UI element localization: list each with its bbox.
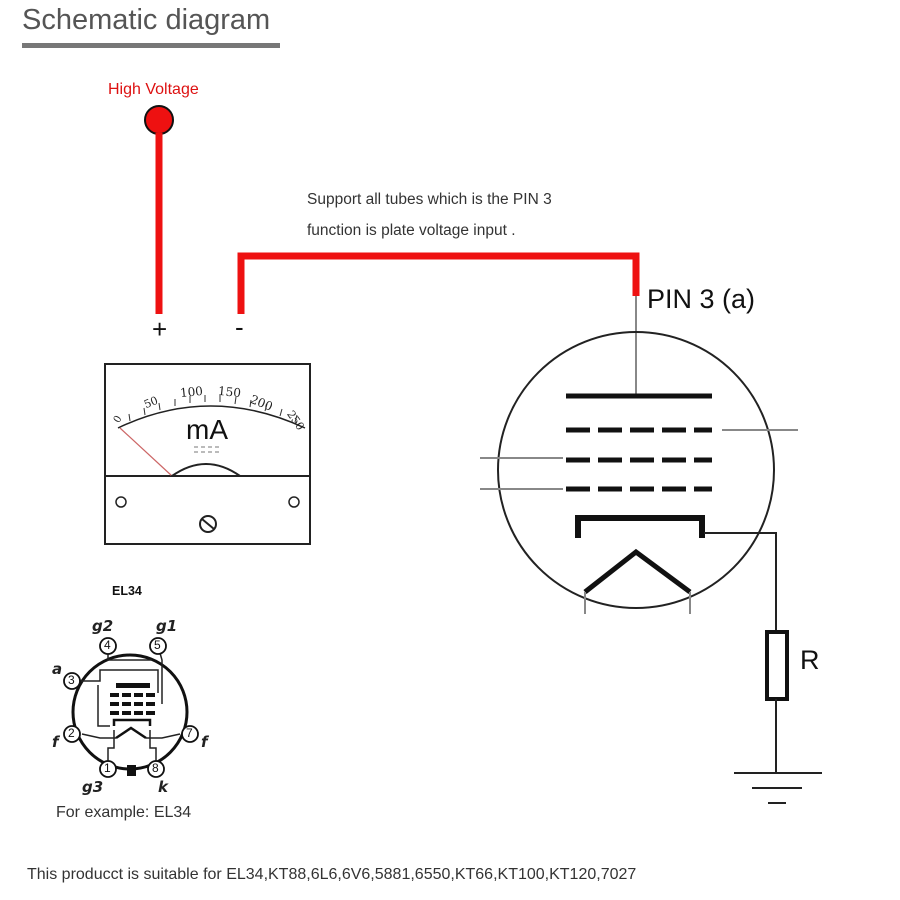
meter-screw-left — [115, 496, 127, 508]
tube-symbol — [480, 331, 798, 614]
el34-pin-8 — [147, 760, 165, 778]
pin3-label: PIN 3 (a) — [647, 284, 756, 314]
el34-pin-2 — [63, 725, 81, 743]
el34-pin-5-num: 5 — [154, 638, 161, 652]
el34-pin-1-name: g3 — [82, 778, 104, 796]
el34-heater — [115, 726, 147, 740]
meter-minus-terminal: - — [235, 312, 244, 342]
el34-cathode — [112, 718, 152, 726]
tube-cathode — [575, 515, 705, 538]
el34-base-diagram — [63, 637, 199, 778]
meter-scale-100: 100 — [179, 383, 204, 401]
meter-plus-terminal: + — [152, 314, 168, 344]
support-note-line2: function is plate voltage input . — [307, 222, 516, 239]
el34-pin-circles — [63, 637, 199, 778]
el34-pin-3 — [63, 672, 81, 690]
el34-pin-5 — [149, 637, 167, 655]
ground-symbol — [734, 772, 822, 804]
tube-heater — [583, 548, 692, 595]
el34-pin-3-num: 3 — [68, 673, 75, 687]
el34-pin-7 — [181, 725, 199, 743]
el34-plate — [116, 683, 150, 688]
meter-scale-arc — [117, 405, 306, 429]
meter-ticks — [128, 395, 298, 423]
page-title: Schematic diagram — [22, 4, 271, 36]
el34-title: EL34 — [112, 584, 142, 598]
resistor — [765, 630, 789, 701]
el34-pin-2-name: f — [52, 733, 59, 751]
high-voltage-label: High Voltage — [108, 81, 199, 98]
el34-pin-1-num: 1 — [104, 761, 111, 775]
meter-body — [104, 363, 311, 545]
el34-pin-2-num: 2 — [68, 726, 75, 740]
el34-pin-4-name: g2 — [92, 617, 114, 635]
el34-pin-7-num: 7 — [186, 726, 193, 740]
el34-pin-5-name: g1 — [156, 617, 178, 635]
resistor-label: R — [800, 645, 820, 675]
plate-wire — [237, 252, 640, 314]
meter-screw-right — [288, 496, 300, 508]
compatibility-footer: This producct is suitable for EL34,KT88,… — [27, 866, 637, 883]
el34-pin-7-name: f — [201, 733, 208, 751]
example-caption: For example: EL34 — [56, 804, 192, 821]
meter-scale-150: 150 — [217, 383, 242, 401]
meter-zero-slot — [201, 518, 215, 530]
el34-pin-3-name: a — [52, 660, 63, 678]
el34-pin-8-num: 8 — [152, 761, 159, 775]
support-note-line1: Support all tubes which is the PIN 3 — [307, 191, 552, 208]
milliammeter — [104, 363, 311, 545]
tube-envelope — [497, 331, 775, 609]
cathode-wire — [704, 532, 777, 632]
el34-pin-4-num: 4 — [104, 638, 111, 652]
el34-pin-1 — [99, 760, 117, 778]
high-voltage-terminal — [144, 105, 174, 135]
el34-grids — [110, 693, 155, 715]
meter-pivot-cover — [168, 463, 244, 477]
el34-pin-4 — [99, 637, 117, 655]
el34-internal-wiring — [80, 645, 181, 768]
title-underline — [22, 43, 280, 48]
el34-pin-8-name: k — [158, 778, 168, 796]
meter-unit-label: mA — [186, 414, 228, 445]
el34-key — [127, 765, 136, 776]
meter-needle — [119, 427, 173, 477]
